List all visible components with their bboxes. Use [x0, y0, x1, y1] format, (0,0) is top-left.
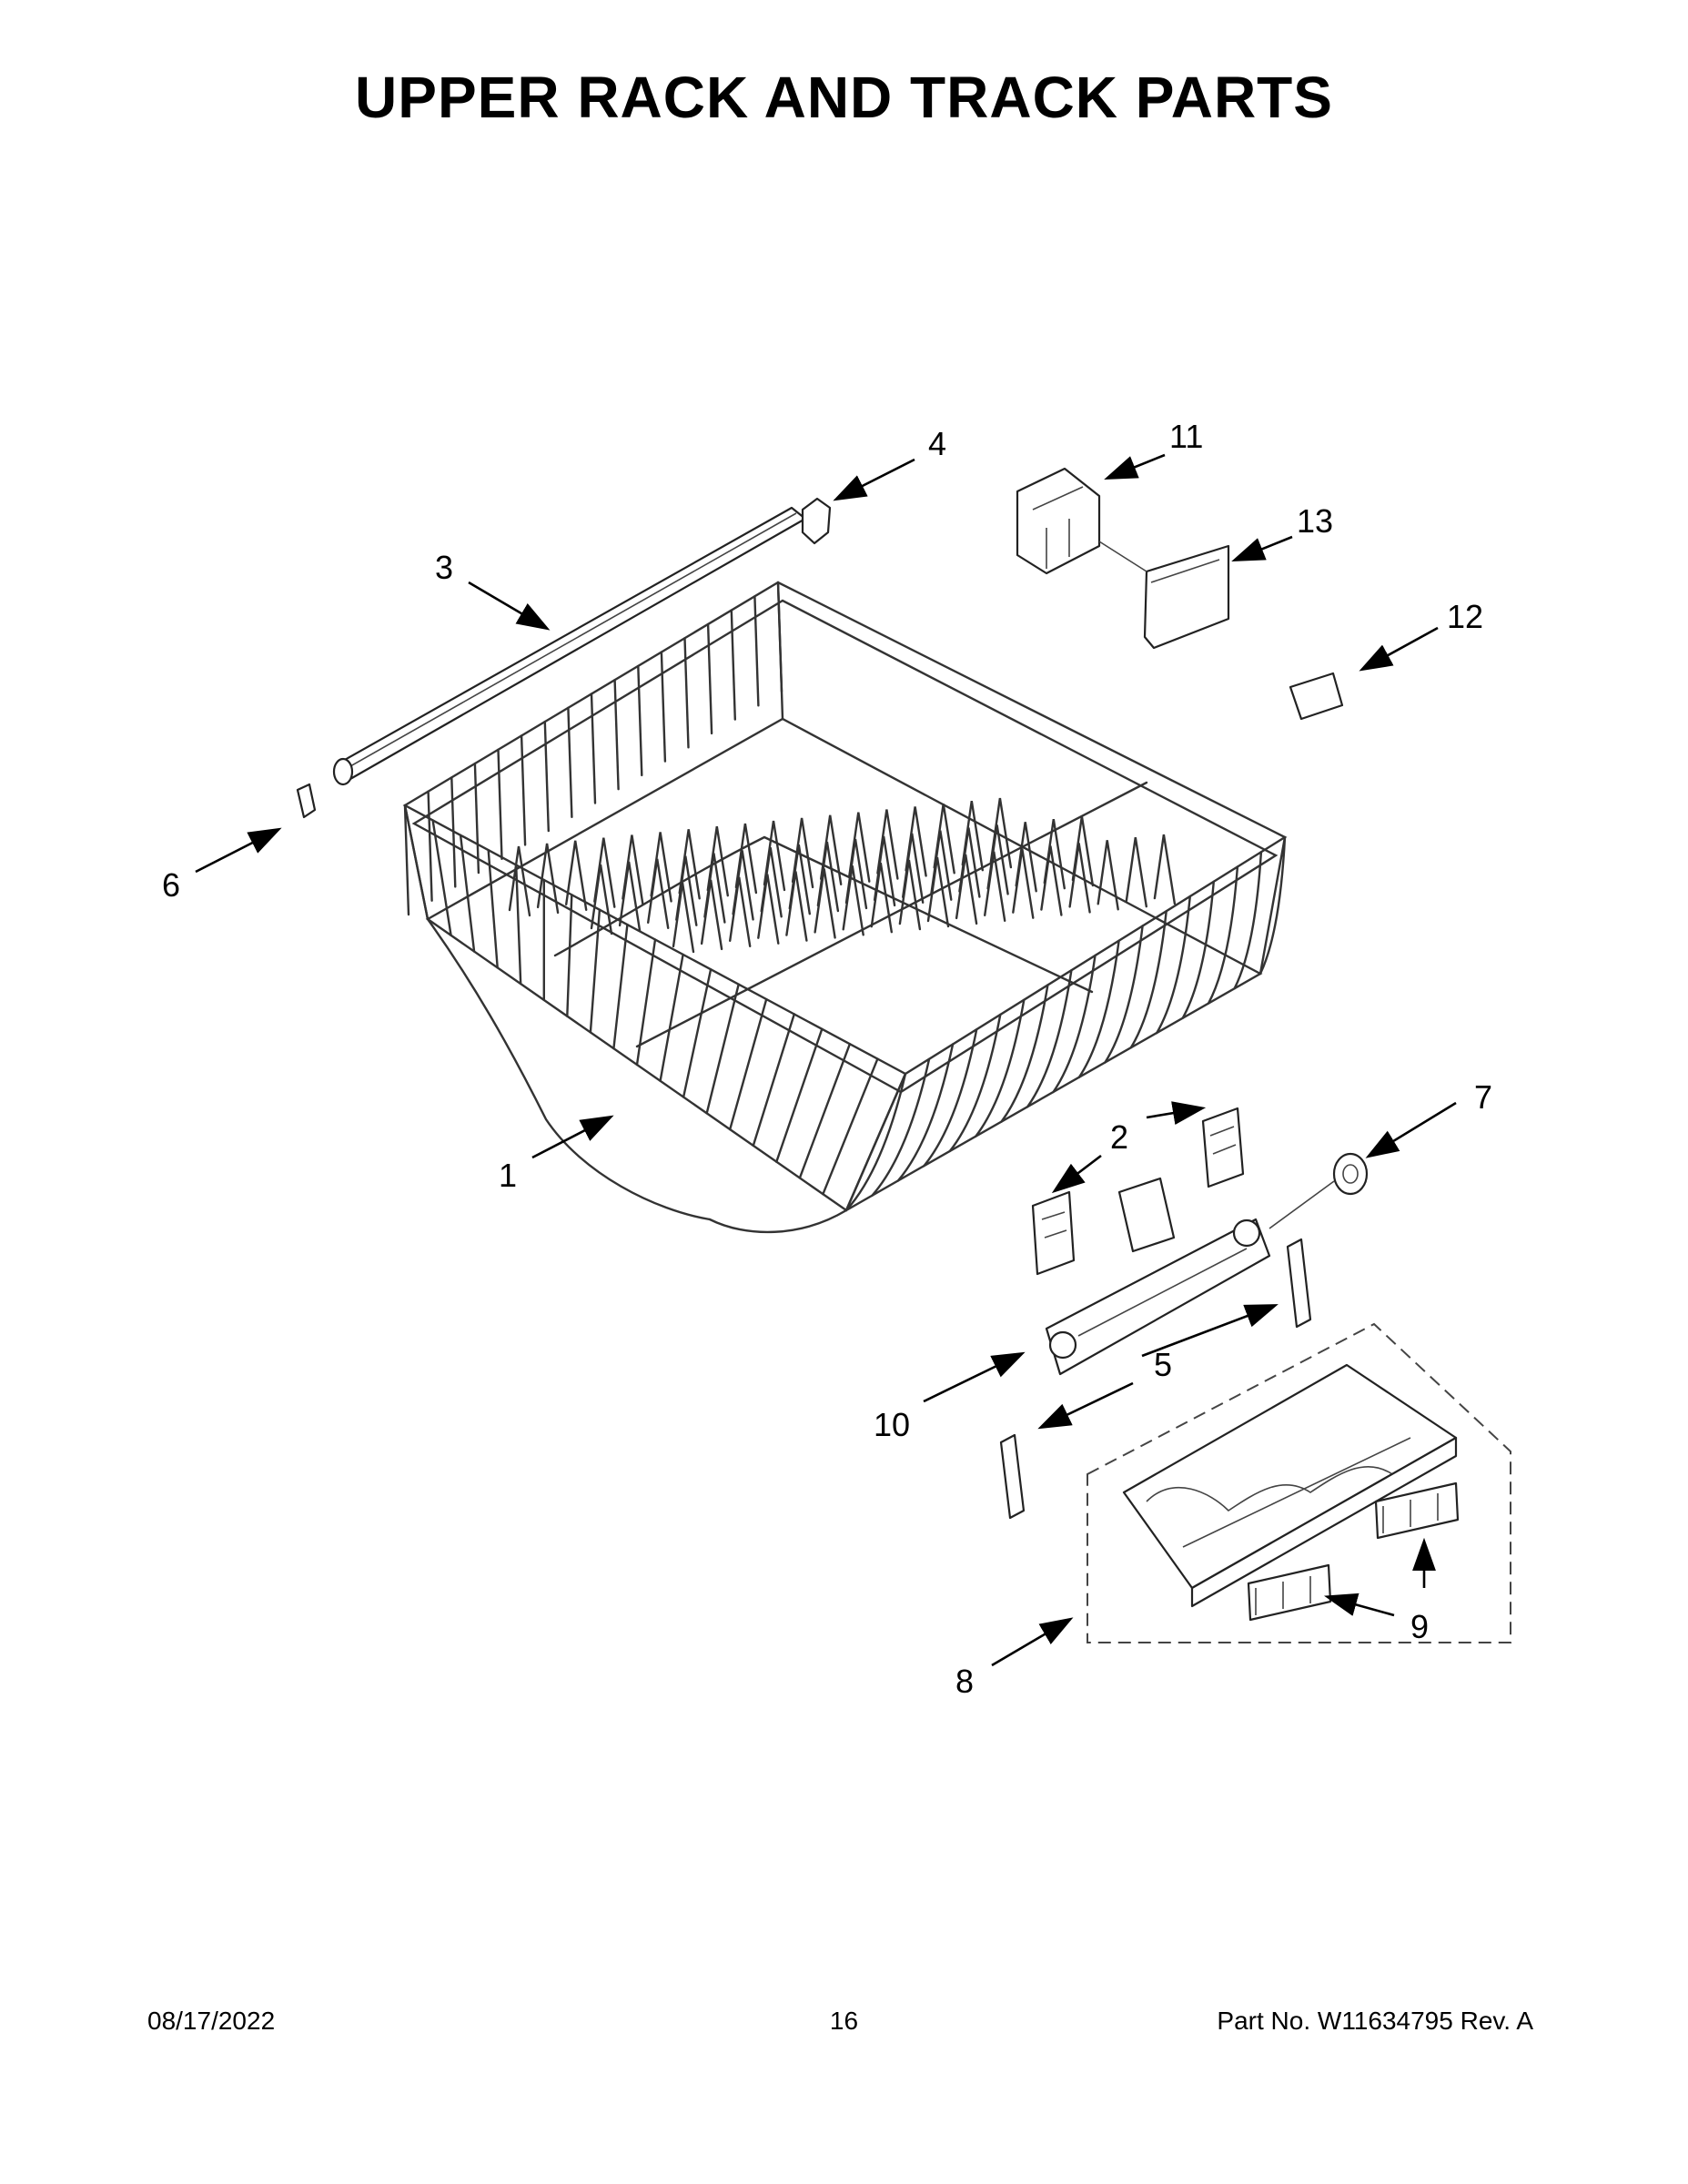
footer-date: 08/17/2022 — [147, 2007, 276, 2035]
callout-10: 10 — [874, 1406, 910, 1443]
callout-3: 3 — [435, 549, 453, 586]
small-clip — [1289, 672, 1344, 721]
accessory-tray-group — [1087, 1322, 1511, 1643]
adjuster-arm-right — [1286, 1238, 1312, 1329]
upper-rack-basket — [402, 581, 1288, 1234]
rack-adjuster-frame — [1045, 1177, 1271, 1376]
callout-8: 8 — [955, 1663, 974, 1700]
callout-4: 4 — [928, 425, 946, 462]
rack-wheel — [1269, 1152, 1369, 1229]
tray-clip-rear — [1374, 1481, 1460, 1540]
tray-clip-front — [1247, 1563, 1332, 1622]
adjuster-arm-left — [999, 1433, 1026, 1520]
leader-lines — [195, 453, 1457, 1667]
rack-adjuster-right — [1201, 1107, 1245, 1188]
adjuster-clip — [1098, 541, 1230, 650]
callout-2: 2 — [1110, 1118, 1128, 1156]
track-end-cap — [801, 497, 832, 545]
callout-1: 1 — [499, 1157, 517, 1194]
footer-page-number: 16 — [829, 2007, 859, 2035]
callout-6: 6 — [162, 866, 180, 904]
callout-12: 12 — [1447, 598, 1483, 635]
callout-13: 13 — [1297, 502, 1333, 540]
callout-7: 7 — [1474, 1078, 1492, 1116]
page-title: UPPER RACK AND TRACK PARTS — [355, 65, 1333, 130]
callout-9: 9 — [1410, 1608, 1429, 1645]
rack-adjuster-left — [1031, 1190, 1076, 1276]
adjuster-bracket — [1016, 467, 1101, 575]
callout-11: 11 — [1169, 418, 1203, 455]
footer-part-number: Part No. W11634795 Rev. A — [1217, 2007, 1533, 2035]
track-stop — [296, 783, 317, 819]
callout-labels: 1 2 3 4 5 6 7 8 9 10 11 12 13 — [162, 418, 1492, 1700]
callout-5: 5 — [1154, 1346, 1172, 1383]
